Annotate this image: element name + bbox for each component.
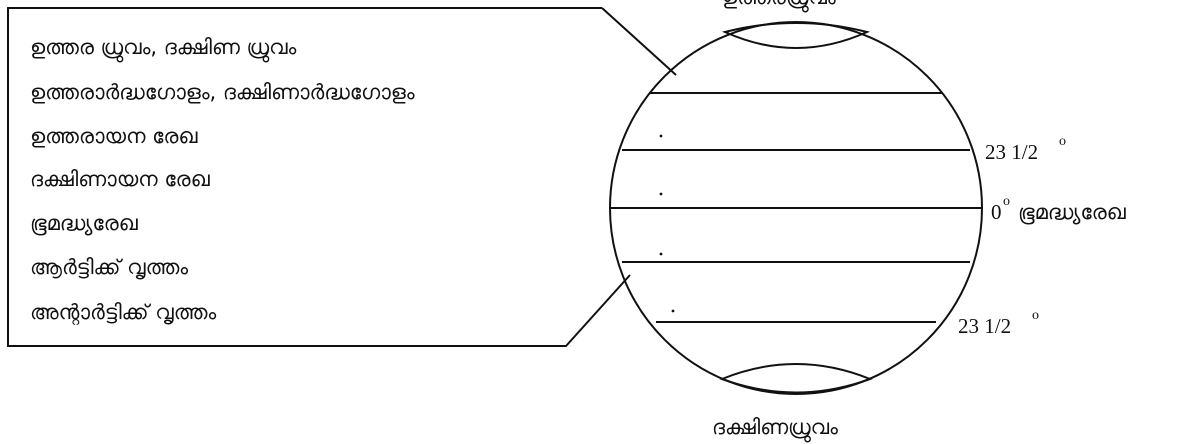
latitude-dot (672, 310, 675, 313)
term-equator: ഭൂമദ്ധ്യരേഖ (30, 211, 139, 235)
equator-degree: o (1003, 194, 1010, 209)
north-polar-cap (725, 23, 867, 48)
term-arctic-circle: ആർട്ടിക്ക് വൃത്തം (30, 255, 188, 279)
latitude-dot (660, 253, 663, 256)
terms-list: ഉത്തര ധ്രുവം, ദക്ഷിണ ധ്രുവം ഉത്തരാർദ്ധഗോ… (30, 35, 415, 326)
term-hemispheres: ഉത്തരാർദ്ധഗോളം, ദക്ഷിണാർദ്ധഗോളം (30, 80, 415, 104)
tropic-of-cancer-value: 23 1/2 (985, 140, 1038, 164)
term-tropic-of-capricorn: ദക്ഷിണായന രേഖ (30, 167, 211, 191)
latitude-dot (660, 135, 663, 138)
equator-value: 0 (991, 200, 1002, 224)
tropic-of-cancer-degree: o (1059, 134, 1066, 149)
equator-name: ഭൂമദ്ധ്യരേഖ (1018, 200, 1127, 224)
tropic-of-capricorn-value: 23 1/2 (958, 314, 1011, 338)
term-tropic-of-cancer: ഉത്തരായന രേഖ (30, 124, 198, 148)
term-poles: ഉത്തര ധ്രുവം, ദക്ഷിണ ധ്രുവം (30, 35, 297, 62)
tropic-of-capricorn-degree: o (1032, 308, 1039, 323)
term-antarctic-circle: അന്റാർട്ടിക്ക് വൃത്തം (30, 300, 216, 326)
globe (610, 22, 982, 394)
callout-pointer-top (602, 8, 676, 75)
north-pole-label: ഉത്തരധ്രുവം (722, 0, 836, 12)
south-pole-label: ദക്ഷിണധ്രുവം (712, 415, 838, 442)
latitude-dot (660, 193, 663, 196)
south-polar-cap (722, 364, 870, 393)
